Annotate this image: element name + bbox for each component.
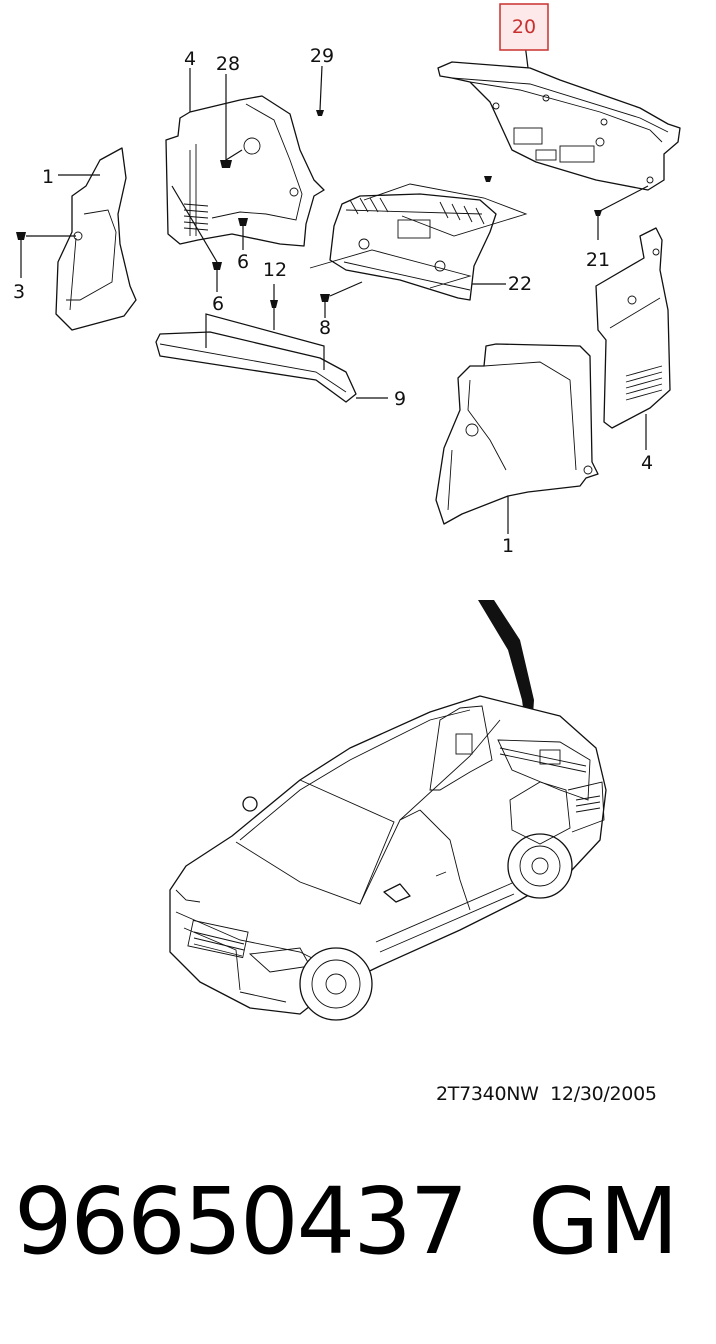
fastener-28 — [220, 74, 243, 168]
callout-1-right: 1 — [502, 535, 514, 557]
callout-3: 3 — [13, 281, 25, 303]
highlight-box — [499, 3, 549, 51]
callout-6-lower: 6 — [212, 293, 224, 315]
callout-20: 20 — [499, 3, 549, 51]
exploded-parts-diagram: 20 4 28 29 1 3 6 6 12 21 22 8 9 4 1 — [13, 3, 681, 1021]
part-9-sill-plate — [155, 331, 388, 403]
fastener-6-b — [171, 185, 222, 292]
part-1-left-lower-trim — [55, 147, 137, 331]
fastener-12 — [205, 284, 325, 370]
callout-6-upper: 6 — [237, 251, 249, 273]
vehicle-location-view — [169, 600, 607, 1021]
callout-29: 29 — [310, 45, 334, 67]
callout-4-upper-left: 4 — [184, 48, 196, 70]
callout-8: 8 — [319, 317, 331, 339]
drawing-date: 12/30/2005 — [550, 1083, 657, 1105]
brand-label: GM — [528, 1168, 679, 1275]
callout-4-right: 4 — [641, 452, 653, 474]
fastener-8 — [320, 281, 363, 318]
fastener-29 — [316, 65, 324, 116]
part-1-right-lower-trim — [435, 343, 599, 534]
fastener-22-top — [484, 176, 492, 182]
callout-22: 22 — [508, 273, 532, 295]
part-4-right-quarter-upper-trim — [595, 227, 671, 450]
fastener-6-a — [238, 218, 248, 250]
part-22-rear-panel-trim — [309, 183, 528, 301]
drawing-code: 2T7340NW — [436, 1083, 539, 1105]
part-4-left-quarter-upper-trim — [165, 68, 325, 247]
callout-21: 21 — [586, 249, 610, 271]
callout-1-left: 1 — [42, 166, 54, 188]
fastener-21 — [594, 185, 649, 240]
callout-28: 28 — [216, 53, 240, 75]
part-20-rear-shelf-trim — [437, 35, 681, 191]
callout-9: 9 — [394, 388, 406, 410]
callout-12: 12 — [263, 259, 287, 281]
callout-label: 20 — [512, 16, 536, 38]
drawing-meta: 2T7340NW 12/30/2005 — [436, 1083, 657, 1105]
part-number: 96650437 — [14, 1168, 468, 1275]
fastener-3 — [16, 232, 76, 278]
